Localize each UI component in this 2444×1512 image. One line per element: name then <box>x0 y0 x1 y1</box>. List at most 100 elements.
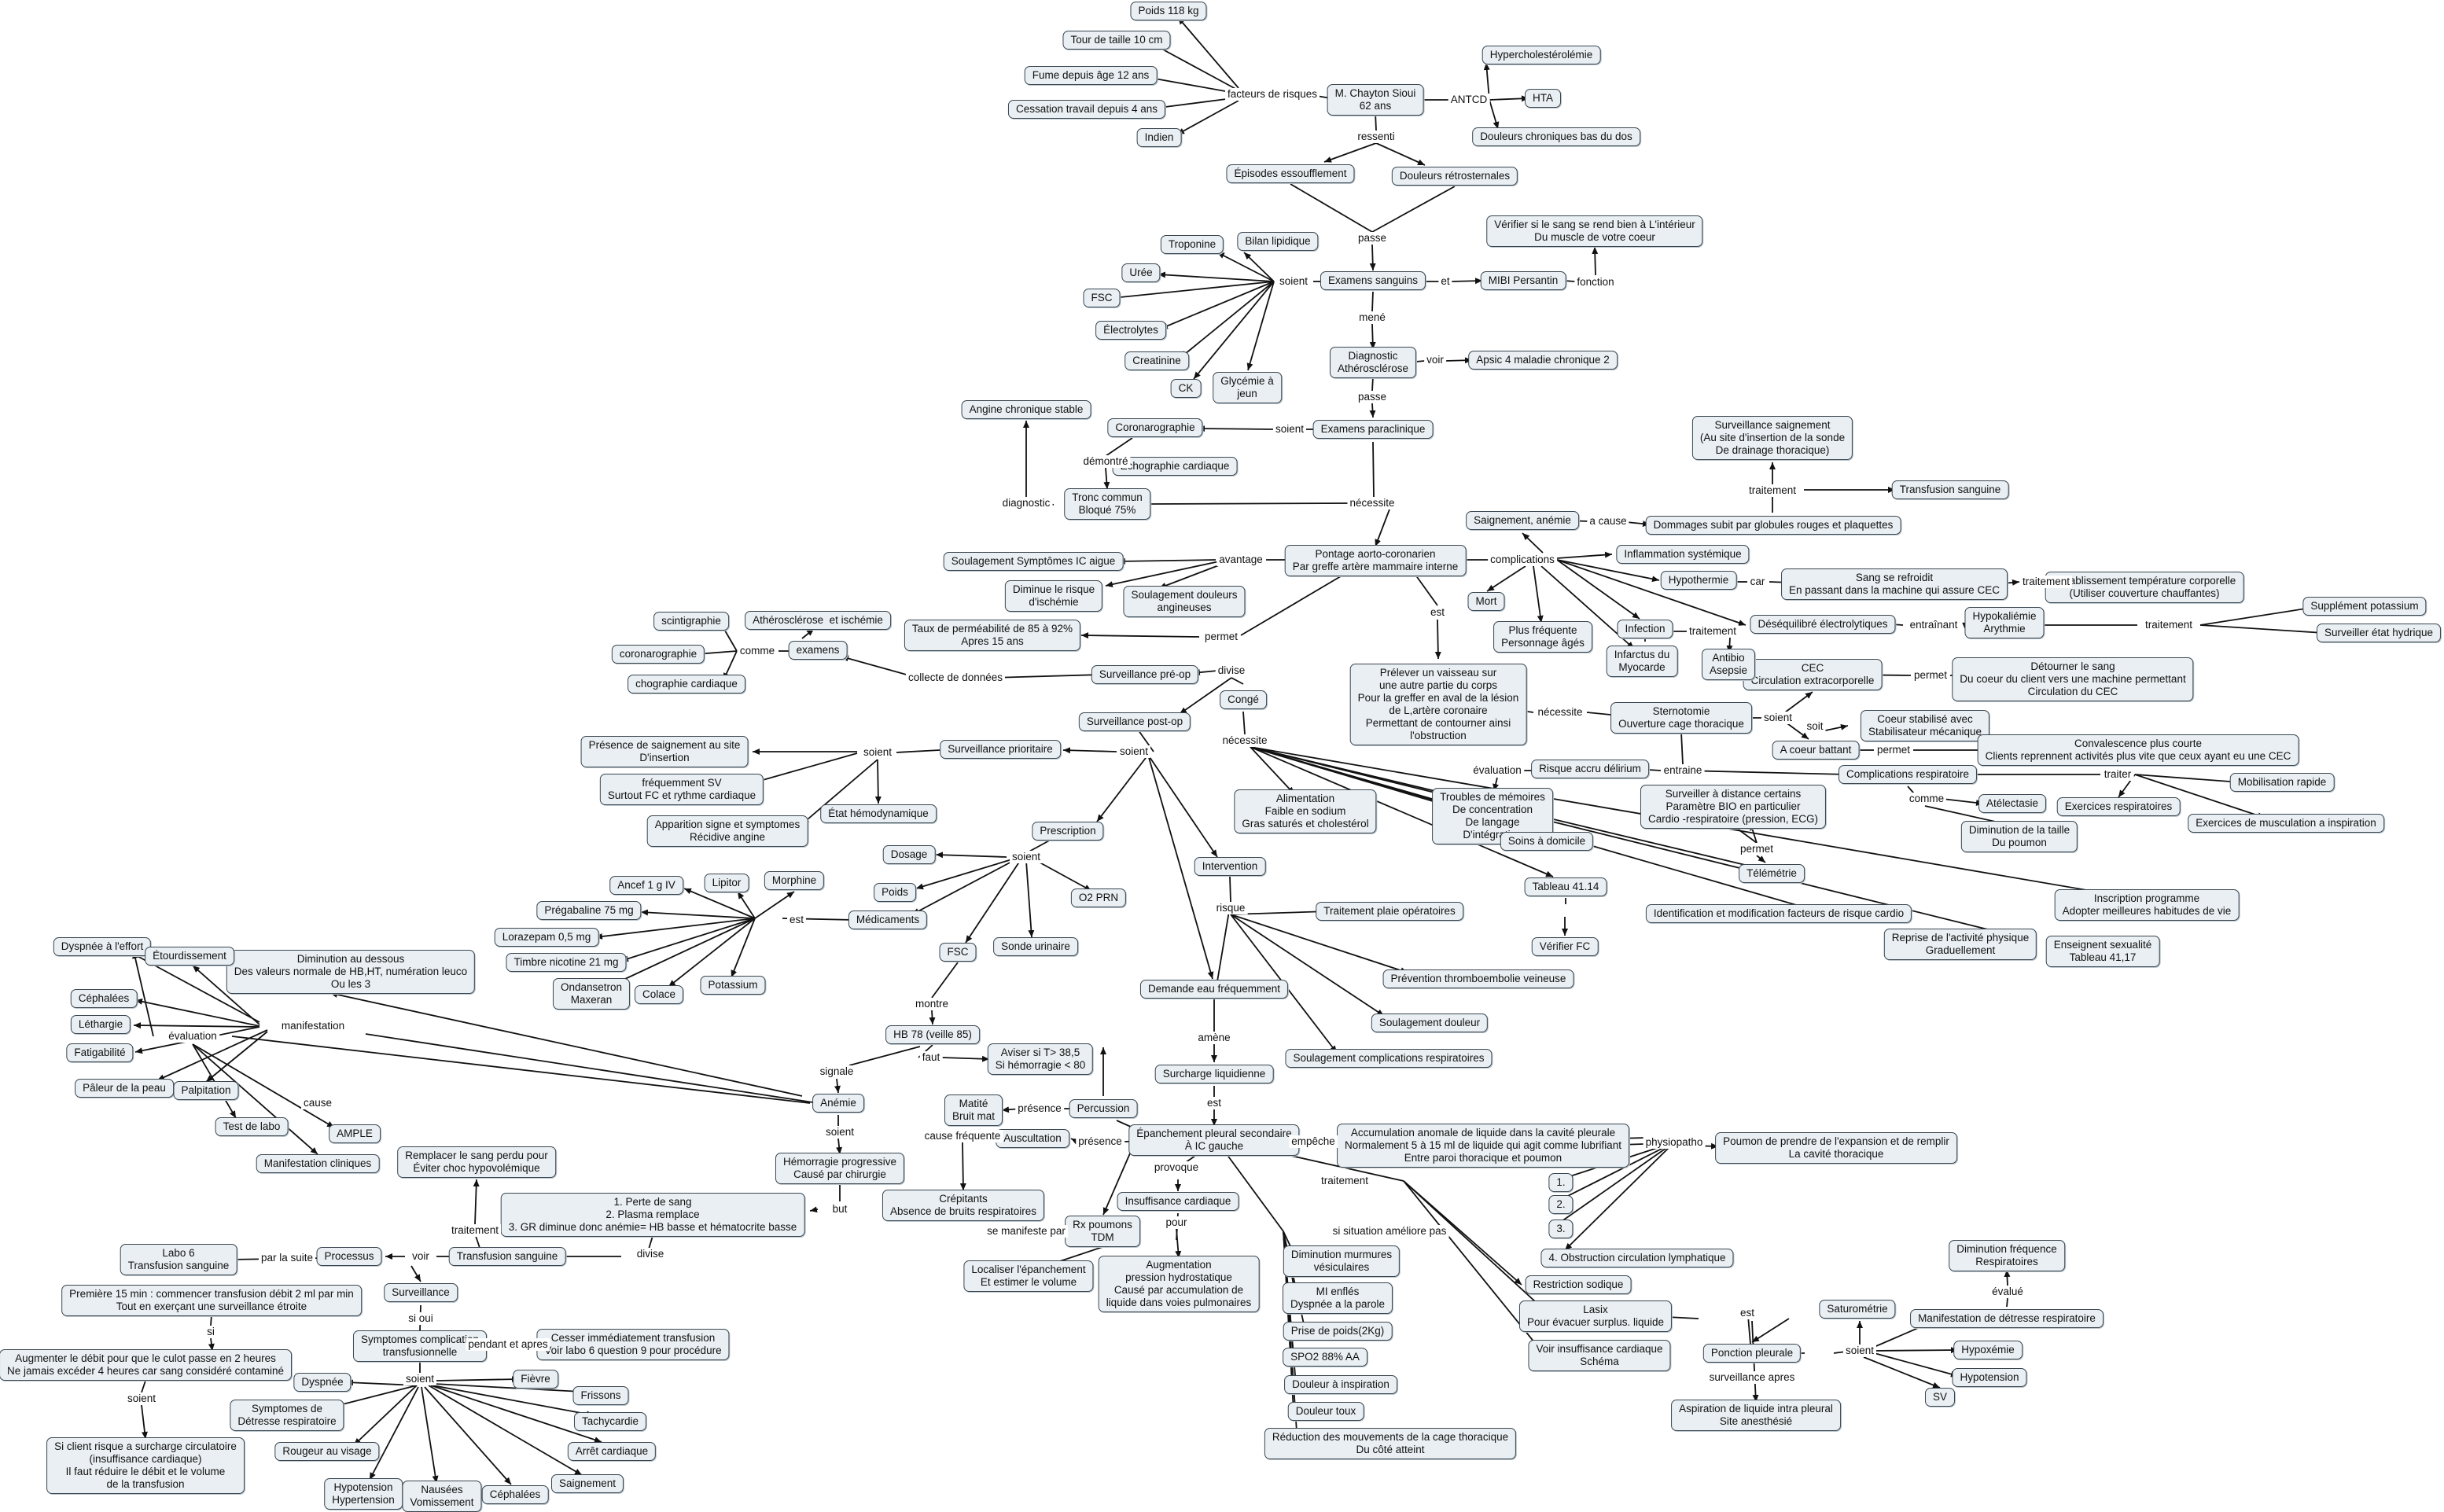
label-divise-1: divise <box>1215 664 1248 677</box>
node-coeur-stabilise: Coeur stabilisé avec Stabilisateur mécan… <box>1860 710 1990 741</box>
node-sternotomie: Sternotomie Ouverture cage thoracique <box>1610 702 1752 734</box>
label-mene: mené <box>1356 311 1388 324</box>
label-est-2: est <box>786 914 807 926</box>
node-indien: Indien <box>1136 128 1182 147</box>
label-permet-4: permet <box>1737 843 1776 855</box>
connector-line <box>353 1385 418 1446</box>
node-soulagement-complications: Soulagement complications respiratoires <box>1285 1049 1493 1068</box>
node-mort: Mort <box>1467 592 1505 611</box>
label-a-cause: a cause <box>1587 515 1629 528</box>
node-infarctus: Infarctus du Myocarde <box>1606 646 1678 677</box>
node-colace: Colace <box>634 985 684 1004</box>
label-soient-7: soient <box>823 1126 857 1139</box>
connector-line <box>1371 291 1374 312</box>
node-presence-saignement: Présence de saignement au site D'inserti… <box>580 736 749 767</box>
node-coeur-battant: A coeur battant <box>1772 741 1860 760</box>
node-hta: HTA <box>1525 89 1561 108</box>
connector-line <box>1489 99 1500 130</box>
label-facteurs-risques: facteurs de risques <box>1224 88 1320 101</box>
connector-line <box>754 891 795 919</box>
node-hypokaliemie: Hypokaliémie Arythmie <box>1964 607 2045 638</box>
connector-line <box>436 1376 520 1383</box>
connector-line <box>1871 1347 1959 1354</box>
node-tachycardie: Tachycardie <box>573 1412 647 1431</box>
node-echographie-2: chographie cardiaque <box>628 675 745 693</box>
label-avantage: avantage <box>1216 554 1265 566</box>
node-atherosclerose-ischemie: Athérosclérose et ischémie <box>745 611 891 630</box>
node-diminution-frequence: Diminution fréquence Respiratoires <box>1949 1240 2065 1271</box>
connector-line <box>192 965 260 1025</box>
node-fievre: Fièvre <box>513 1370 558 1389</box>
node-crepitants: Crépitants Absence de bruits respiratoir… <box>882 1190 1045 1221</box>
node-conge: Congé <box>1220 690 1267 709</box>
connector-line <box>210 1314 212 1326</box>
connector-line <box>132 951 154 1037</box>
connector-line <box>841 655 918 679</box>
node-cec: CEC Circulation extracorporelle <box>1743 659 1883 690</box>
connector-line <box>365 1033 819 1104</box>
node-ponction: Ponction pleurale <box>1702 1344 1802 1363</box>
node-coronarographie-2: coronarographie <box>611 645 705 664</box>
connector-line <box>1025 837 1055 854</box>
node-hypothermie: Hypothermie <box>1660 571 1737 590</box>
label-soient-3: soient <box>1761 712 1795 724</box>
connector-line <box>1290 183 1373 233</box>
node-infection: Infection <box>1617 620 1673 638</box>
connector-line <box>1176 100 1239 135</box>
label-traitement-6: traitement <box>1318 1175 1371 1187</box>
node-restriction: Restriction sodique <box>1525 1275 1632 1294</box>
connector-line <box>1556 551 1613 559</box>
node-physio-3: 3. <box>1548 1220 1574 1238</box>
connector-line <box>1784 691 1813 713</box>
node-potassium: Potassium <box>700 976 766 995</box>
node-surveiller-distance: Surveiller à distance certains Paramètre… <box>1640 785 1827 829</box>
node-diminution-murmures: Diminution murmures vésiculaires <box>1283 1245 1401 1277</box>
label-traitement-5: traitement <box>448 1224 502 1237</box>
connector-line <box>1403 1180 1542 1352</box>
label-par-la-suite: par la suite <box>258 1252 316 1264</box>
node-examens-sanguins: Examens sanguins <box>1320 271 1426 290</box>
label-pendant-apres: pendant et apres <box>466 1338 550 1351</box>
node-lethargie: Léthargie <box>70 1015 131 1034</box>
label-evaluation-2: évaluation <box>166 1030 219 1043</box>
connector-line <box>737 891 756 919</box>
label-se-manifeste: se manifeste par <box>985 1225 1068 1238</box>
connector-line <box>1102 1147 1133 1216</box>
connector-line <box>931 962 959 999</box>
node-test-labo: Test de labo <box>215 1117 289 1136</box>
connector-line <box>1179 677 1232 715</box>
label-permet-3: permet <box>1874 744 1913 756</box>
node-sv: SV <box>1924 1388 1956 1407</box>
node-supplement-potassium: Supplément potassium <box>2302 597 2427 616</box>
node-frissons: Frissons <box>572 1386 629 1405</box>
connector-line <box>2134 774 2265 819</box>
connector-line <box>1147 754 1218 858</box>
connector-line <box>1871 1352 1959 1378</box>
connector-line <box>433 1383 583 1395</box>
connector-line <box>1150 75 1239 94</box>
label-antcd: ANTCD <box>1448 94 1490 106</box>
label-soient-1: soient <box>1276 275 1311 288</box>
node-voir-ic: Voir insuffisance cardiaque Schéma <box>1528 1340 1671 1371</box>
connector-line <box>430 1385 602 1443</box>
connector-line <box>473 1179 480 1225</box>
connector-line <box>1434 619 1441 660</box>
node-pontage: Pontage aorto-coronarien Par greffe artè… <box>1284 545 1467 576</box>
connector-line <box>329 991 803 1097</box>
label-passe-1: passe <box>1355 232 1389 245</box>
node-nicotine: Timbre nicotine 21 mg <box>506 953 627 972</box>
connector-line <box>1160 281 1275 329</box>
connector-line <box>2199 624 2324 636</box>
connector-line <box>1863 1356 1941 1389</box>
connector-line <box>1240 573 1345 636</box>
connector-line <box>1096 754 1149 822</box>
node-traitement-plaie: Traitement plaie opératoires <box>1316 902 1463 921</box>
node-intervention: Intervention <box>1194 857 1266 876</box>
label-necessite-2: nécessite <box>1535 706 1585 719</box>
connector-line <box>1415 360 1426 362</box>
node-localiser: Localiser l'épanchement Et estimer le vo… <box>963 1260 1094 1292</box>
node-mibi: MIBI Persantin <box>1480 271 1566 290</box>
node-premiere: Première 15 min : commencer transfusion … <box>61 1285 362 1316</box>
node-reprise: Reprise de l'activité physique Graduelle… <box>1883 929 2037 960</box>
node-soins-domicile: Soins à domicile <box>1500 832 1594 851</box>
